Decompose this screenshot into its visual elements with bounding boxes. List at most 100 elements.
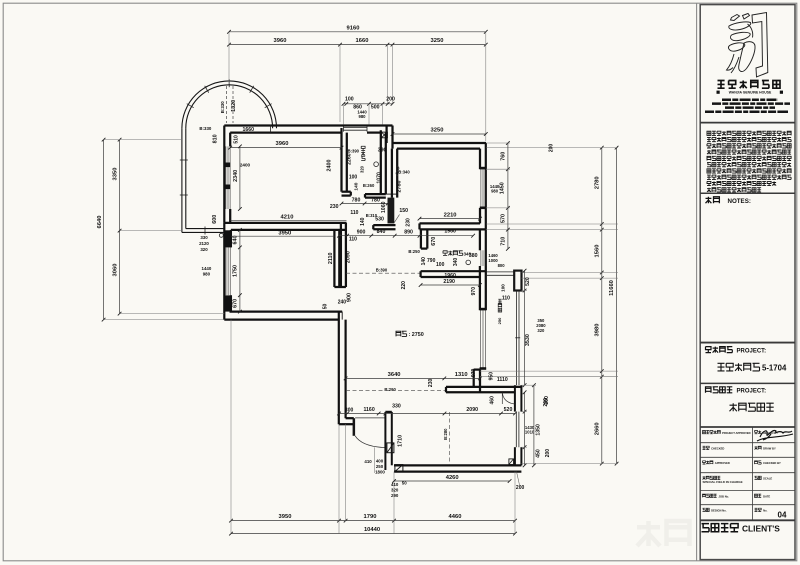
svg-text:950: 950 — [489, 372, 495, 381]
svg-text:230: 230 — [406, 218, 412, 227]
svg-text:670: 670 — [233, 299, 239, 308]
svg-text:2260: 2260 — [346, 153, 352, 165]
svg-text:9160: 9160 — [347, 26, 360, 32]
svg-text:3060: 3060 — [113, 264, 119, 277]
svg-text:CHECKED BY: CHECKED BY — [763, 461, 781, 465]
svg-text:460: 460 — [490, 396, 496, 405]
svg-text:810: 810 — [212, 134, 218, 143]
svg-text:2660: 2660 — [594, 422, 600, 435]
svg-text:860: 860 — [353, 105, 362, 111]
svg-text:6640: 6640 — [97, 216, 103, 229]
svg-text:900: 900 — [346, 293, 352, 302]
svg-text:1060: 1060 — [381, 201, 387, 213]
svg-text:760: 760 — [501, 152, 507, 161]
svg-text:250: 250 — [497, 317, 502, 324]
svg-text:110: 110 — [350, 210, 358, 216]
svg-text:DATE: DATE — [763, 494, 770, 498]
svg-text:DRAW BY: DRAW BY — [763, 447, 776, 451]
svg-text:520: 520 — [504, 407, 513, 413]
svg-text:1160: 1160 — [363, 407, 374, 413]
svg-text:3250: 3250 — [431, 38, 444, 44]
svg-text:1790: 1790 — [364, 514, 377, 520]
svg-text:500: 500 — [371, 105, 380, 111]
svg-text:900: 900 — [357, 230, 366, 236]
svg-text:240: 240 — [338, 300, 347, 306]
svg-text:1800: 1800 — [375, 469, 385, 474]
svg-text:3640: 3640 — [388, 372, 401, 378]
svg-text:200: 200 — [545, 449, 551, 458]
svg-text:510: 510 — [233, 135, 239, 144]
svg-text:970: 970 — [471, 369, 477, 378]
svg-text:2110: 2110 — [328, 252, 334, 264]
svg-text:1000: 1000 — [488, 258, 498, 263]
svg-text:320: 320 — [391, 488, 399, 493]
svg-text:: 2750: : 2750 — [409, 332, 424, 338]
svg-text:1660: 1660 — [243, 127, 255, 133]
svg-text:320: 320 — [200, 247, 208, 252]
svg-text:B:250: B:250 — [408, 249, 420, 254]
svg-text:NOTES:: NOTES: — [728, 198, 751, 205]
svg-text:200: 200 — [516, 485, 525, 491]
svg-text:100: 100 — [500, 284, 505, 292]
svg-text:100: 100 — [436, 262, 445, 268]
svg-text:230: 230 — [428, 379, 434, 388]
svg-text:980: 980 — [491, 188, 499, 193]
svg-text:200: 200 — [543, 398, 549, 407]
svg-text:2090: 2090 — [345, 251, 351, 263]
svg-text:1350: 1350 — [535, 424, 541, 436]
svg-text:520: 520 — [525, 277, 531, 286]
svg-text:2780: 2780 — [594, 176, 600, 189]
svg-text:570: 570 — [501, 214, 507, 223]
svg-text:320: 320 — [359, 165, 364, 173]
svg-text:1430: 1430 — [525, 425, 535, 430]
svg-text:200: 200 — [544, 396, 550, 405]
svg-text:B:290: B:290 — [384, 387, 396, 392]
svg-text:1440: 1440 — [202, 266, 212, 271]
svg-text:380: 380 — [469, 253, 478, 259]
svg-text:800: 800 — [498, 263, 506, 268]
svg-text:840: 840 — [377, 229, 386, 235]
svg-text:3950: 3950 — [278, 231, 291, 237]
svg-text:970: 970 — [471, 287, 477, 296]
svg-text:04: 04 — [778, 511, 787, 520]
svg-text:4260: 4260 — [446, 475, 459, 481]
svg-text:B:330: B:330 — [199, 126, 212, 131]
svg-text:600: 600 — [212, 215, 218, 224]
svg-text:780: 780 — [352, 197, 361, 203]
svg-text:340: 340 — [464, 251, 472, 256]
svg-text:1750: 1750 — [233, 265, 239, 277]
svg-text:2120: 2120 — [199, 241, 209, 246]
svg-text:4210: 4210 — [281, 214, 294, 220]
svg-text:790: 790 — [427, 258, 436, 264]
svg-text:890: 890 — [404, 230, 413, 236]
svg-text:110: 110 — [502, 296, 510, 302]
svg-text:340: 340 — [453, 258, 459, 267]
svg-text:B:310: B:310 — [366, 213, 378, 218]
svg-text:10440: 10440 — [364, 527, 380, 533]
svg-text:140: 140 — [360, 217, 366, 226]
svg-text:100: 100 — [345, 97, 354, 103]
svg-text:150: 150 — [399, 208, 408, 214]
svg-text:3980: 3980 — [594, 324, 600, 337]
svg-text:5-1704: 5-1704 — [762, 364, 787, 373]
svg-text:2340: 2340 — [233, 170, 239, 182]
svg-text:DESIGN No.: DESIGN No. — [711, 509, 727, 513]
svg-text:980: 980 — [359, 114, 367, 119]
svg-text:350: 350 — [537, 318, 545, 323]
svg-text:1320: 1320 — [231, 100, 237, 112]
svg-text:1310: 1310 — [455, 372, 468, 378]
svg-text:3350: 3350 — [113, 168, 119, 181]
svg-text:290: 290 — [391, 493, 399, 498]
svg-text:B:340: B:340 — [398, 169, 410, 174]
svg-text:B:330: B:330 — [220, 101, 225, 114]
svg-text:710: 710 — [501, 237, 507, 246]
svg-text:320: 320 — [537, 328, 545, 333]
svg-text:530: 530 — [375, 217, 384, 223]
svg-text:330: 330 — [392, 404, 401, 410]
svg-text:SPECIAL FIELD IN CHARGE: SPECIAL FIELD IN CHARGE — [703, 480, 743, 484]
svg-text:PROJECT APPROVED: PROJECT APPROVED — [722, 431, 750, 435]
svg-text:980: 980 — [203, 272, 211, 277]
svg-text:110: 110 — [349, 237, 357, 243]
svg-text:3960: 3960 — [276, 141, 289, 147]
svg-text:1440: 1440 — [490, 184, 500, 189]
